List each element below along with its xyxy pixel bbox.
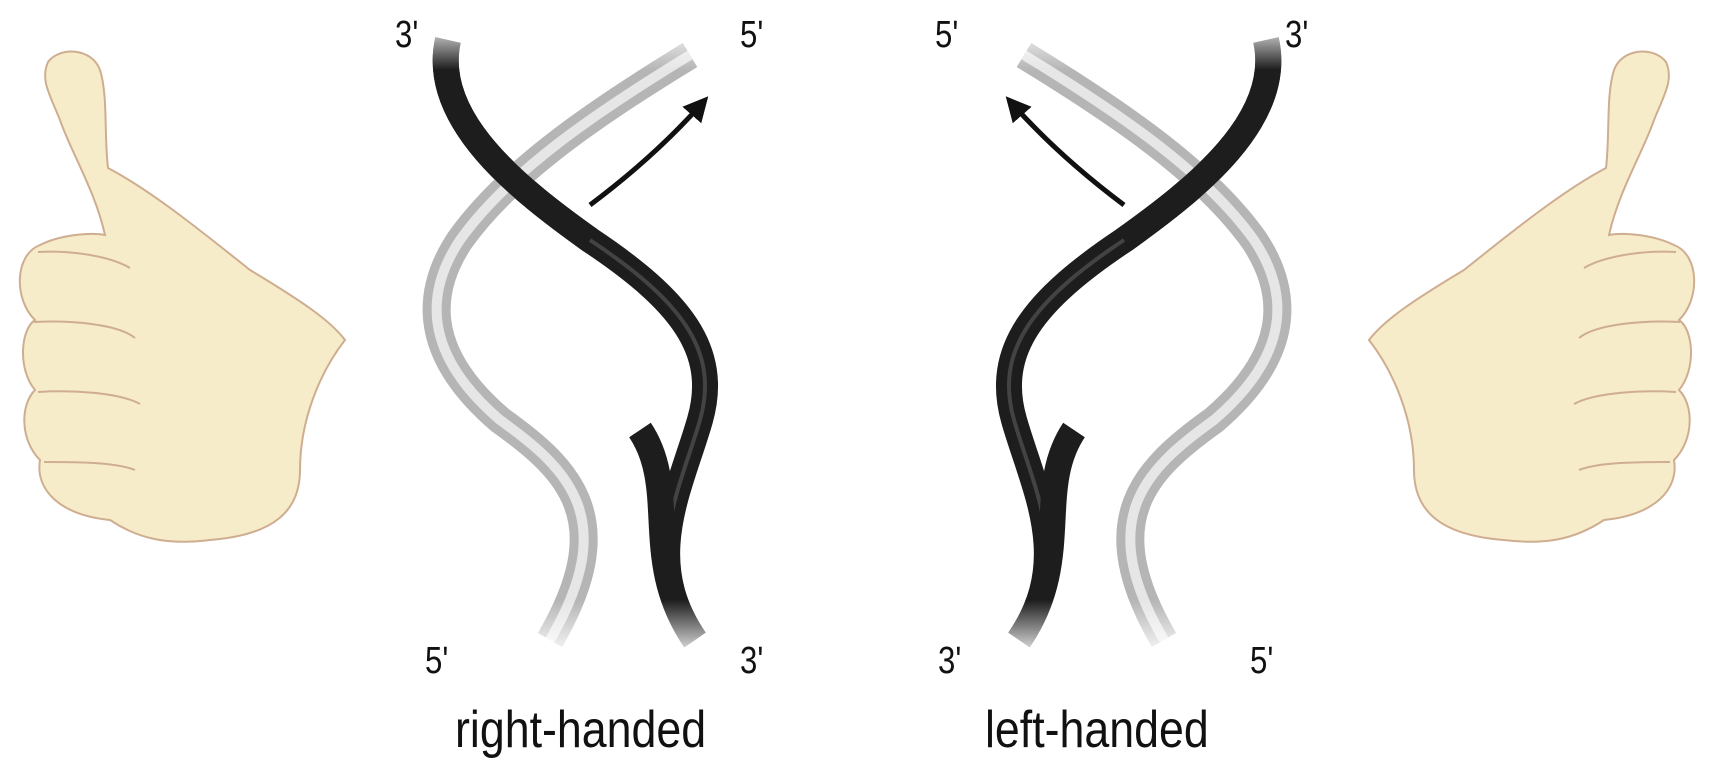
left-helix-strand-b-bottom-label: 5' xyxy=(1250,640,1273,683)
left-handed-helix xyxy=(1009,40,1277,640)
thumbs-up-left-hand-icon xyxy=(20,52,345,542)
right-helix-strand-a-bottom-label: 3' xyxy=(740,640,763,683)
left-helix-strand-a-top-label: 5' xyxy=(935,14,958,57)
left-helix-strand-b-top-label: 3' xyxy=(1285,14,1308,57)
thumbs-up-right-hand-icon xyxy=(1369,52,1694,542)
right-handed-caption: right-handed xyxy=(455,700,706,760)
right-handed-helix xyxy=(437,40,705,640)
left-handed-caption: left-handed xyxy=(985,700,1209,760)
right-helix-strand-a-top-label: 3' xyxy=(395,14,418,57)
left-helix-strand-a-bottom-label: 3' xyxy=(938,640,961,683)
right-helix-strand-b-bottom-label: 5' xyxy=(425,640,448,683)
right-helix-strand-b-top-label: 5' xyxy=(740,14,763,57)
